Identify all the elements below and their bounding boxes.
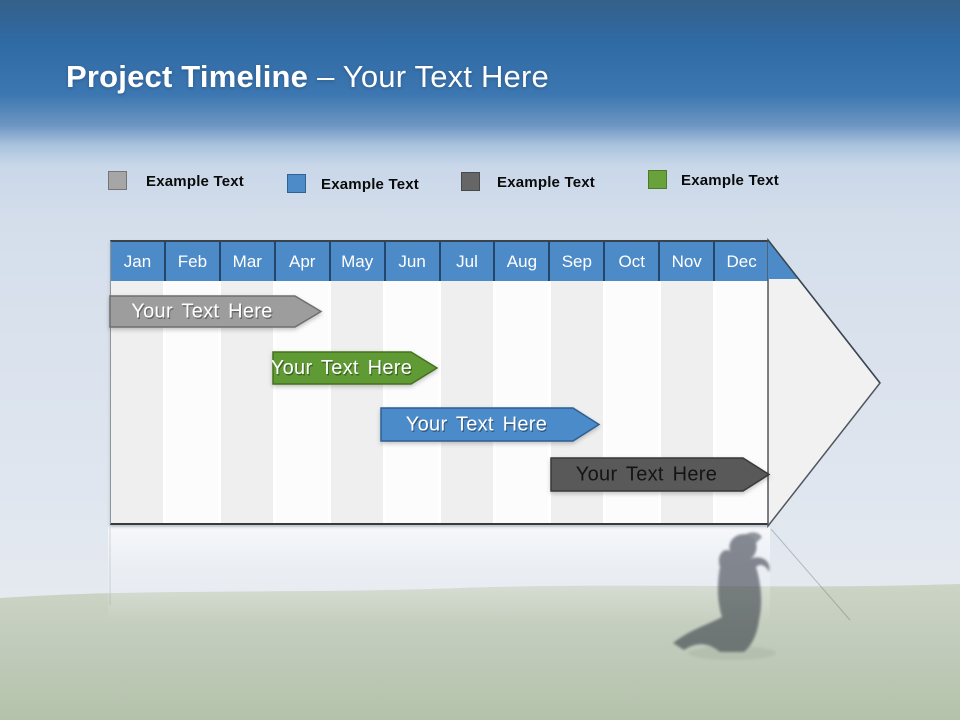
- month-cell-dec: Dec: [713, 242, 769, 281]
- month-column-may: [328, 281, 383, 523]
- task-bar-label-shadow: Your Text Here: [407, 415, 548, 437]
- legend-label-1: Example Text: [146, 173, 244, 190]
- month-cell-may: May: [328, 242, 384, 281]
- month-cell-sep: Sep: [548, 242, 604, 281]
- month-cell-nov: Nov: [658, 242, 714, 281]
- month-column-aug: [493, 281, 548, 523]
- timeline-arrow-tip: [767, 238, 881, 529]
- month-cell-apr: Apr: [273, 242, 329, 281]
- slide-title-bold: Project Timeline: [66, 59, 309, 94]
- legend-label-2: Example Text: [321, 176, 419, 193]
- month-cell-jun: Jun: [383, 242, 439, 281]
- task-bar-label: Your Text Here: [576, 464, 717, 486]
- legend-swatch-3: [461, 172, 480, 191]
- month-cell-jan: Jan: [111, 242, 164, 281]
- legend-swatch-2: [287, 174, 306, 193]
- task-bar-4: Your Text Here: [550, 457, 771, 492]
- timeline-reflection: [108, 527, 770, 622]
- legend-label-4: Example Text: [681, 172, 779, 189]
- month-cell-feb: Feb: [163, 242, 219, 281]
- month-column-jun: [383, 281, 438, 523]
- task-bar-label-shadow: Your Text Here: [132, 302, 273, 324]
- slide-title-subtitle: – Your Text Here: [317, 59, 549, 94]
- month-cell-oct: Oct: [603, 242, 659, 281]
- slide-title: Project Timeline– Your Text Here: [66, 59, 549, 95]
- task-bar-label: Your Text Here: [272, 357, 412, 379]
- month-cell-jul: Jul: [438, 242, 494, 281]
- task-bar-label: Your Text Here: [131, 301, 272, 323]
- task-bar-label-shadow: Your Text Here: [272, 359, 413, 381]
- legend-swatch-1: [108, 171, 127, 190]
- legend-swatch-4: [648, 170, 667, 189]
- month-cell-aug: Aug: [493, 242, 549, 281]
- month-column-jul: [438, 281, 493, 523]
- month-cell-mar: Mar: [218, 242, 274, 281]
- person-silhouette: [673, 532, 776, 660]
- task-bar-label: Your Text Here: [406, 414, 547, 436]
- legend-label-3: Example Text: [497, 174, 595, 191]
